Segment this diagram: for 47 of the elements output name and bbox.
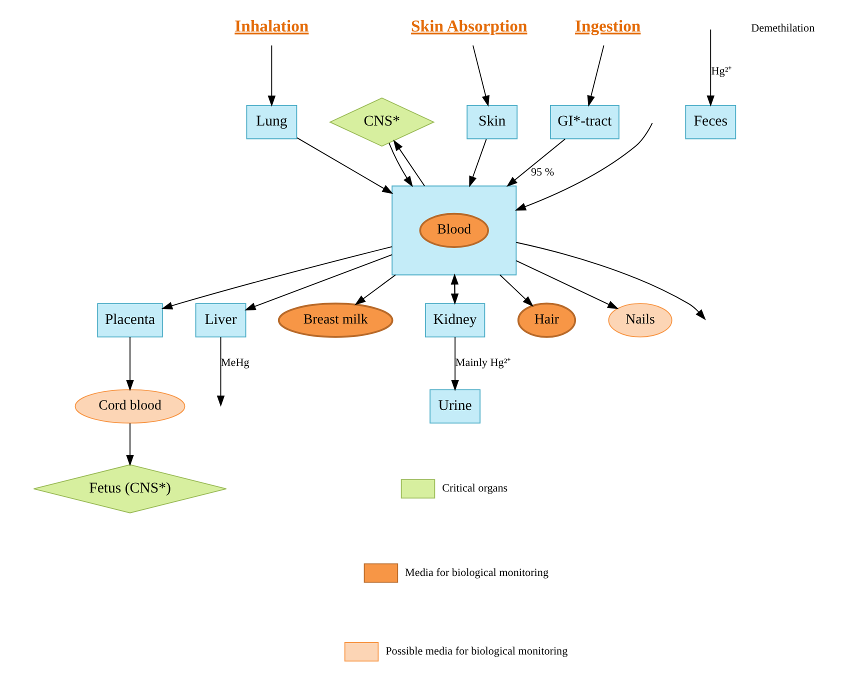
arrow	[472, 44, 490, 107]
arrow	[388, 142, 413, 188]
arrow	[469, 138, 487, 188]
node-box: Urine	[430, 389, 481, 424]
node-text: Ingestion	[574, 16, 641, 36]
node-ellipse: Nails	[608, 303, 672, 338]
node-ellipse: Cord blood	[74, 389, 186, 424]
arrow	[506, 138, 566, 187]
edge-label: 95 %	[530, 166, 554, 178]
arrow	[216, 336, 225, 407]
arrow	[587, 44, 604, 107]
edge-label: Hg²⁺	[711, 65, 732, 78]
arrow	[514, 122, 653, 211]
arrow	[268, 44, 276, 107]
arrow	[451, 336, 459, 392]
arrow	[161, 246, 393, 310]
legend-label: Critical organs	[442, 482, 508, 495]
arrow	[296, 137, 394, 194]
node-ellipse: Hair	[517, 302, 576, 338]
arrow	[706, 29, 715, 107]
node-ellipse: Breast milk	[278, 302, 394, 338]
legend-label: Possible media for biological monitoring	[386, 646, 568, 658]
edge-label: MeHg	[220, 357, 250, 370]
node-text: Skin Absorption	[411, 16, 528, 36]
legend-label: Media for biological monitoring	[405, 566, 549, 579]
arrow	[499, 274, 534, 307]
label: Demethilation	[751, 22, 815, 34]
arrow	[126, 422, 134, 466]
arrow	[393, 140, 426, 186]
node-box: GI*-tract	[550, 104, 620, 140]
edge-label: Mainly Hg²⁺	[455, 357, 512, 370]
node-diamond: CNS*	[328, 98, 435, 147]
arrow	[126, 336, 134, 392]
node-box: Skin	[466, 104, 518, 140]
arrow	[516, 242, 706, 320]
node-ellipse: Blood	[419, 212, 489, 248]
node-diamond: Fetus (CNS*)	[33, 464, 227, 514]
node-box: Feces	[685, 104, 736, 140]
cluster	[392, 186, 517, 276]
node-box: Placenta	[97, 303, 163, 338]
node-box: Liver	[195, 303, 246, 338]
arrow	[244, 254, 393, 310]
arrow	[354, 274, 396, 306]
node-text: Inhalation	[234, 16, 309, 36]
node-box: Kidney	[424, 303, 486, 338]
node-box: Lung	[246, 104, 298, 140]
arrow	[516, 260, 619, 310]
